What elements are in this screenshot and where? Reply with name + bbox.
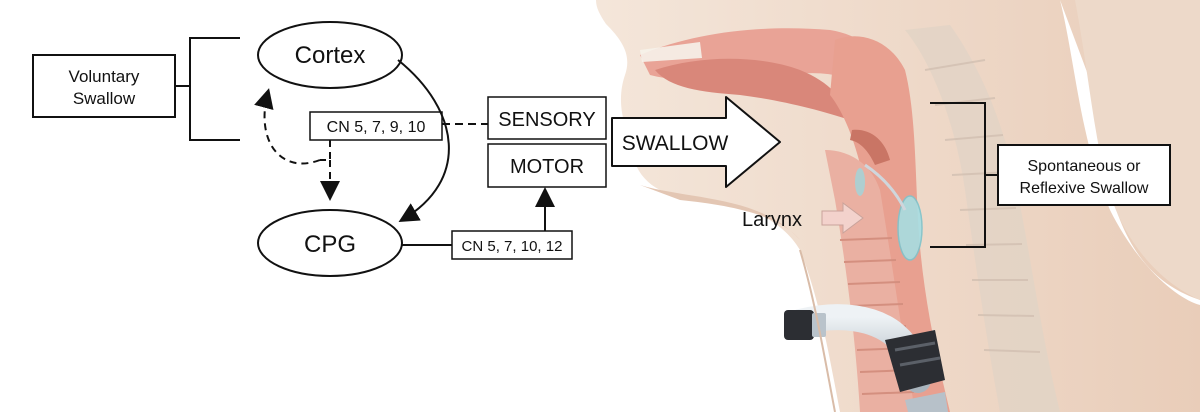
cortex-label: Cortex (295, 42, 366, 69)
cn-motor-label: CN 5, 7, 10, 12 (462, 238, 563, 255)
cuff-balloon (897, 195, 923, 261)
swallow-label: SWALLOW (622, 132, 729, 155)
tracheostomy-tube (784, 304, 948, 412)
spontaneous-bracket (930, 102, 998, 248)
cortex-node: Cortex (257, 21, 403, 89)
spontaneous-swallow-node: Spontaneous or Reflexive Swallow (997, 144, 1171, 206)
spontaneous-label-line2: Reflexive Swallow (1020, 180, 1149, 197)
edge-cn-to-cortex (254, 88, 321, 165)
cpg-node: CPG (257, 209, 403, 277)
voluntary-swallow-node: Voluntary Swallow (32, 54, 176, 118)
cn-sensory-label: CN 5, 7, 9, 10 (327, 119, 426, 136)
edge-cn-to-cortex-tail (320, 140, 331, 161)
larynx-label: Larynx (742, 209, 802, 231)
motor-node: MOTOR (487, 143, 607, 188)
sensory-label: SENSORY (498, 109, 595, 131)
voluntary-label-line2: Swallow (73, 89, 136, 108)
sensory-node: SENSORY (487, 96, 607, 140)
motor-label: MOTOR (510, 156, 584, 178)
larynx-arrow-icon (821, 202, 864, 234)
spontaneous-label-line1: Spontaneous or (1028, 158, 1142, 175)
larynx-annotation: Larynx (742, 202, 864, 234)
cn-sensory-node: CN 5, 7, 9, 10 (309, 111, 443, 141)
swallow-arrow-icon: SWALLOW (611, 96, 781, 188)
cpg-label: CPG (304, 231, 356, 258)
edge-cortex-to-cpg (397, 59, 450, 223)
voluntary-bracket (175, 37, 240, 141)
voluntary-label-line1: Voluntary (69, 67, 140, 86)
cn-motor-node: CN 5, 7, 10, 12 (451, 230, 573, 260)
